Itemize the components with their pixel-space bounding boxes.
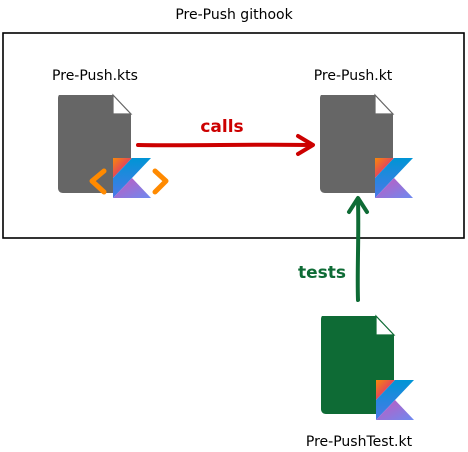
script-brackets-icon bbox=[89, 168, 169, 195]
tests-label: tests bbox=[298, 263, 346, 283]
file-corner-fold bbox=[374, 93, 395, 115]
edge-calls: calls bbox=[136, 117, 315, 156]
file-icon bbox=[58, 95, 131, 193]
file-label-test: Pre-PushTest.kt bbox=[306, 434, 413, 450]
kotlin-logo-icon bbox=[375, 158, 413, 198]
edge-tests: tests bbox=[298, 196, 369, 302]
file-corner-fold bbox=[375, 314, 396, 336]
calls-arrow-line bbox=[136, 142, 312, 148]
file-node-script[interactable]: Pre-Push.kts bbox=[52, 68, 169, 198]
calls-arrow-head bbox=[296, 134, 315, 156]
tests-arrow-head bbox=[347, 196, 369, 214]
group-border bbox=[2, 32, 465, 239]
file-corner-fold bbox=[112, 93, 133, 115]
file-node-test[interactable]: Pre-PushTest.kt bbox=[306, 314, 414, 450]
file-icon bbox=[320, 95, 393, 193]
kotlin-logo-icon bbox=[113, 158, 151, 198]
tests-arrow-line bbox=[355, 198, 361, 302]
kotlin-logo-icon bbox=[376, 380, 414, 420]
file-label-script: Pre-Push.kts bbox=[52, 68, 138, 84]
file-node-main[interactable]: Pre-Push.kt bbox=[314, 68, 413, 198]
file-icon bbox=[321, 316, 394, 414]
file-label-main: Pre-Push.kt bbox=[314, 68, 393, 84]
calls-label: calls bbox=[200, 117, 243, 137]
githook-group: Pre-Push githook bbox=[2, 7, 465, 239]
group-title: Pre-Push githook bbox=[175, 7, 293, 23]
